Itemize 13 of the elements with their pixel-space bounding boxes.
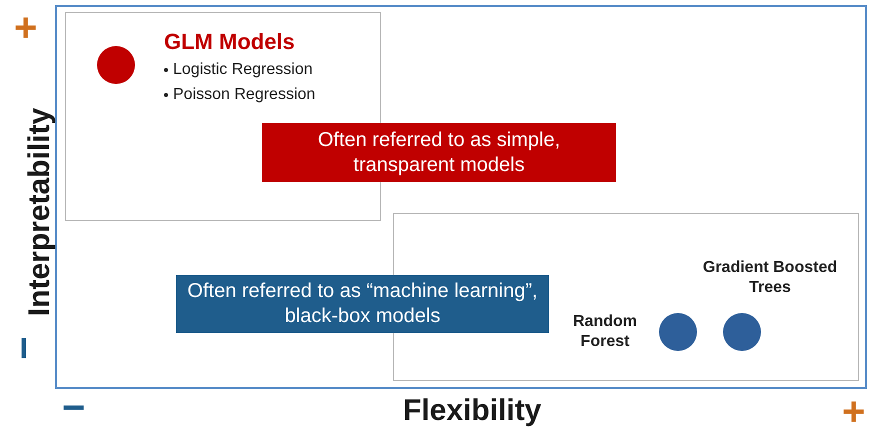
callout-banner: Often referred to as simple, transparent models xyxy=(262,123,616,182)
axis-title: Interpretability xyxy=(23,106,57,318)
axis-title: Flexibility xyxy=(403,393,542,429)
callout-banner: Often referred to as “machine learning”, black-box models xyxy=(176,275,549,333)
model-label: Random Forest xyxy=(572,312,638,352)
axis-sign: − xyxy=(4,336,44,360)
model-label: Gradient Boosted Trees xyxy=(702,258,838,298)
group-heading: GLM Models xyxy=(164,29,295,55)
axis-sign: − xyxy=(62,388,86,428)
axis-sign: + xyxy=(14,8,38,48)
list-item: Logistic Regression xyxy=(173,61,313,79)
axis-sign: + xyxy=(842,392,866,432)
list-item: Poisson Regression xyxy=(173,86,316,104)
